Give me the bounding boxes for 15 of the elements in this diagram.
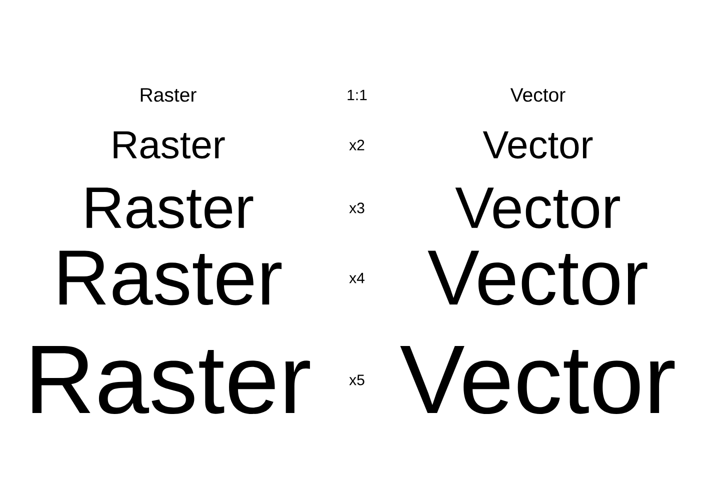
vector-text: Vector (482, 131, 593, 159)
vector-text: Vector (400, 346, 675, 414)
vector-text: Vector (510, 88, 566, 102)
raster-text: Raster (60, 250, 282, 306)
raster-text: Raster (32, 346, 310, 414)
scale-label: x5 (349, 374, 364, 386)
scale-label: x3 (349, 202, 364, 214)
raster-text: Raster (140, 88, 196, 102)
scale-label: x2 (349, 140, 364, 150)
raster-text: Raster (86, 188, 254, 228)
scale-label: x4 (349, 272, 364, 284)
vector-text: Vector (455, 188, 620, 228)
raster-text: Raster (114, 131, 225, 159)
scale-label: 1:1 (348, 90, 367, 100)
vector-text: Vector (428, 250, 648, 306)
